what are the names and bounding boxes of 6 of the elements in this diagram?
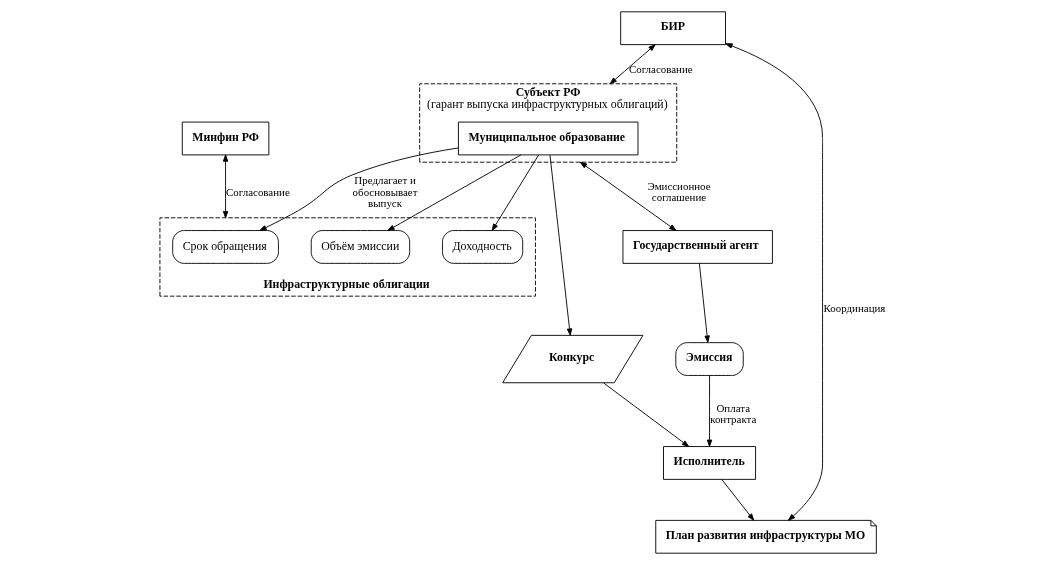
- edge-label: Эмиссионное соглашение: [646, 179, 711, 204]
- edge-label: Предлагает и обосновывает выпуск: [352, 173, 418, 210]
- edge-label: Согласование: [628, 63, 693, 76]
- edge-label: Координация: [823, 302, 885, 315]
- edge-label: Согласование: [225, 185, 290, 198]
- edge-label: Оплата контракта: [709, 401, 756, 426]
